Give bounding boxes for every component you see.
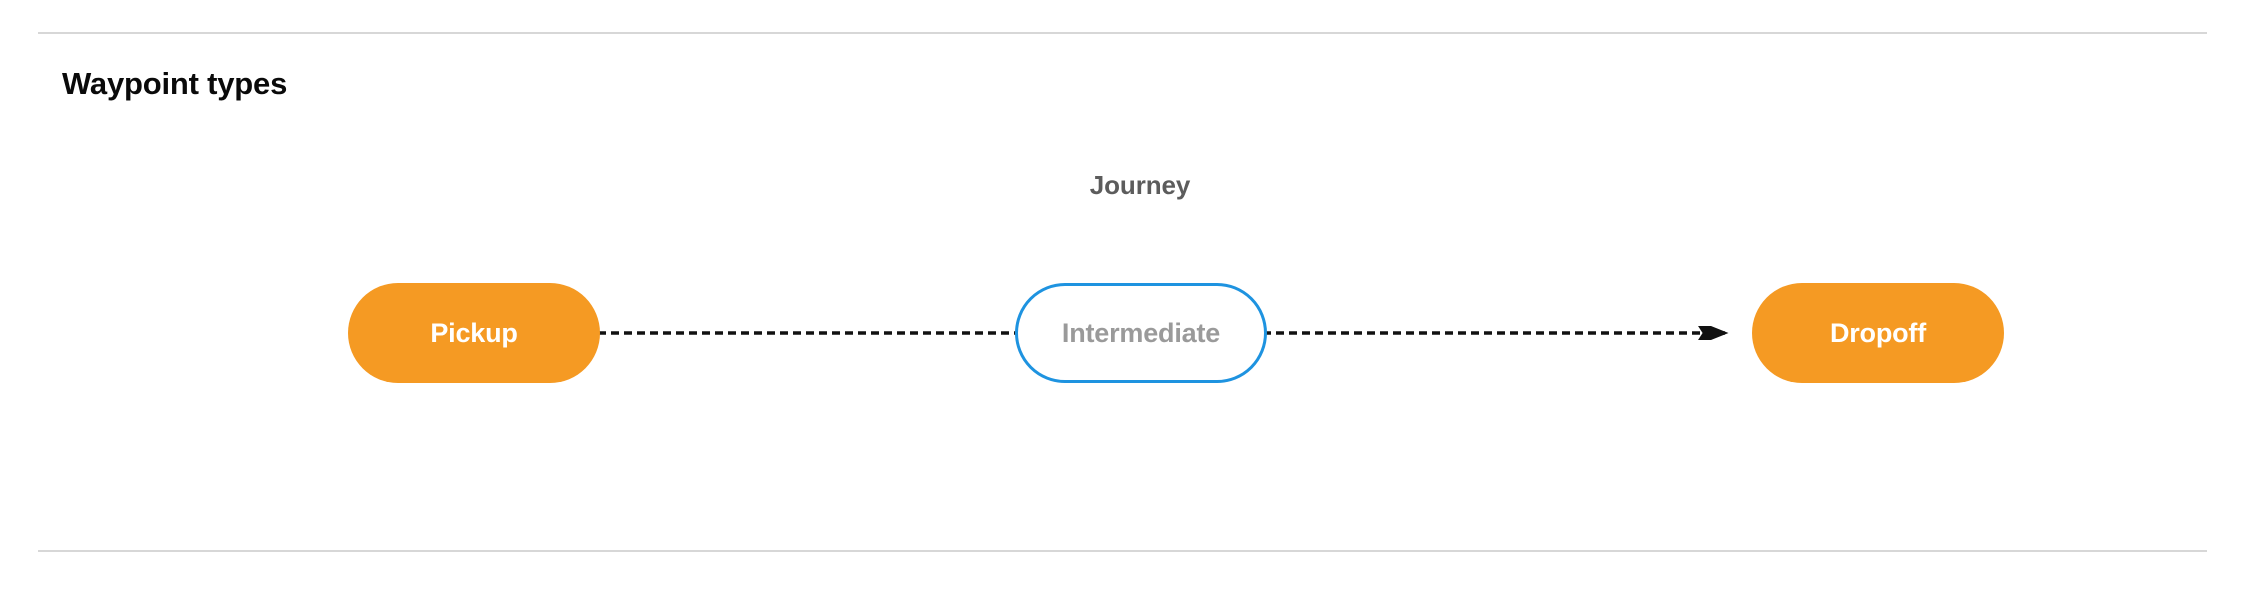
- waypoint-node-intermediate[interactable]: Intermediate: [1015, 283, 1267, 383]
- page-title: Waypoint types: [62, 66, 288, 101]
- waypoint-node-pickup[interactable]: Pickup: [348, 283, 600, 383]
- journey-group-label: Journey: [1089, 170, 1191, 200]
- connector-pickup-to-intermediate: [598, 326, 1018, 340]
- waypoint-node-dropoff[interactable]: Dropoff: [1752, 283, 2004, 383]
- connector-intermediate-to-dropoff: [1263, 319, 1758, 347]
- section-divider-bottom: [38, 550, 2207, 552]
- waypoint-node-intermediate-label: Intermediate: [1061, 317, 1221, 348]
- waypoint-node-pickup-label: Pickup: [430, 317, 518, 348]
- waypoint-node-dropoff-label: Dropoff: [1829, 317, 1927, 348]
- section-divider-top: [38, 32, 2207, 34]
